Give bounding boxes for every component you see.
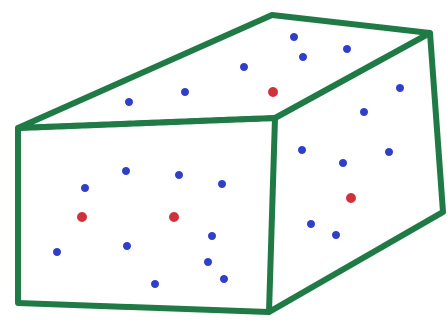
blue-dot bbox=[81, 184, 89, 192]
blue-dot bbox=[175, 171, 183, 179]
blue-dot bbox=[385, 148, 393, 156]
blue-dot bbox=[53, 248, 61, 256]
blue-dot bbox=[218, 180, 226, 188]
blue-dot bbox=[122, 167, 130, 175]
red-dot bbox=[77, 212, 87, 222]
blue-dot bbox=[208, 232, 216, 240]
blue-dot bbox=[290, 33, 298, 41]
blue-dot bbox=[151, 280, 159, 288]
blue-dot bbox=[360, 108, 368, 116]
blue-dot bbox=[204, 258, 212, 266]
blue-dot bbox=[298, 146, 306, 154]
red-dot bbox=[268, 87, 278, 97]
blue-dot bbox=[125, 98, 133, 106]
blue-dot bbox=[396, 84, 404, 92]
blue-dot bbox=[343, 45, 351, 53]
blue-dot bbox=[339, 159, 347, 167]
blue-dot bbox=[332, 231, 340, 239]
blue-dot bbox=[181, 88, 189, 96]
blue-dot bbox=[307, 220, 315, 228]
blue-dot bbox=[299, 53, 307, 61]
blue-dot bbox=[240, 63, 248, 71]
red-dot bbox=[169, 212, 179, 222]
red-dot bbox=[346, 193, 356, 203]
blue-dot bbox=[220, 275, 228, 283]
blue-dot bbox=[123, 242, 131, 250]
